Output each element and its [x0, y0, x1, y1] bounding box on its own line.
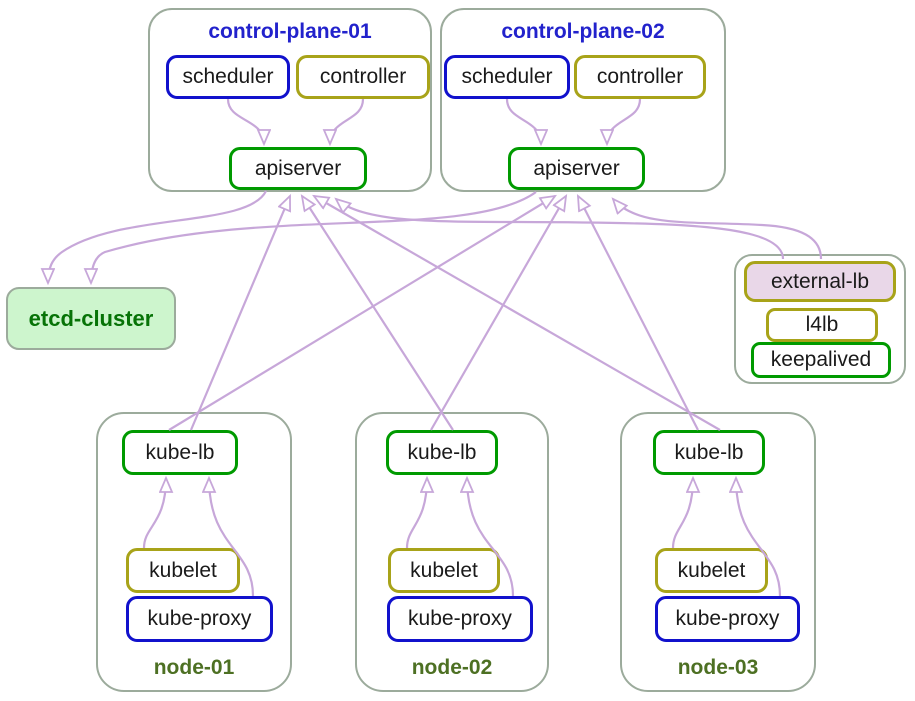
keepalived-box: keepalived	[751, 342, 891, 378]
cp1-controller-box: controller	[296, 55, 430, 99]
node1-kube-proxy-box: kube-proxy	[126, 596, 273, 642]
edge-node2-kube-lb-to-cp1-apiserver	[302, 196, 454, 431]
node3-kubelet-box: kubelet	[655, 548, 768, 593]
edge-cp2-apiserver-to-etcd	[91, 191, 537, 283]
external-lb-box: external-lb	[744, 261, 896, 302]
node2-kube-proxy-box: kube-proxy	[387, 596, 533, 642]
edge-node1-kube-lb-to-cp1-apiserver	[189, 196, 292, 431]
cp2-scheduler-box: scheduler	[444, 55, 570, 99]
cp2-apiserver-box: apiserver	[508, 147, 645, 190]
edge-cp1-apiserver-to-etcd	[48, 190, 267, 283]
edge-external-lb-to-cp1-apiserver	[336, 199, 785, 260]
control-plane-01-title: control-plane-01	[208, 20, 372, 43]
etcd-cluster-box: etcd-cluster	[6, 287, 176, 350]
edge-external-lb-to-cp2-apiserver	[613, 199, 823, 260]
node2-kube-lb-box: kube-lb	[386, 430, 498, 475]
cp1-scheduler-box: scheduler	[166, 55, 290, 99]
edge-node1-kube-lb-to-cp2-apiserver	[168, 196, 555, 431]
node3-kube-proxy-box: kube-proxy	[655, 596, 800, 642]
node-02-title: node-02	[411, 656, 493, 679]
cp1-apiserver-box: apiserver	[229, 147, 367, 190]
control-plane-02-title: control-plane-02	[501, 20, 665, 43]
node1-kubelet-box: kubelet	[126, 548, 240, 593]
edge-node3-kube-lb-to-cp1-apiserver	[314, 196, 721, 431]
node-03-title: node-03	[677, 656, 759, 679]
cp2-controller-box: controller	[574, 55, 706, 99]
node2-kubelet-box: kubelet	[388, 548, 500, 593]
l4lb-box: l4lb	[766, 308, 878, 342]
edge-node2-kube-lb-to-cp2-apiserver	[430, 196, 566, 431]
node-01-title: node-01	[153, 656, 235, 679]
node1-kube-lb-box: kube-lb	[122, 430, 238, 475]
edge-node3-kube-lb-to-cp2-apiserver	[578, 196, 699, 431]
node3-kube-lb-box: kube-lb	[653, 430, 765, 475]
